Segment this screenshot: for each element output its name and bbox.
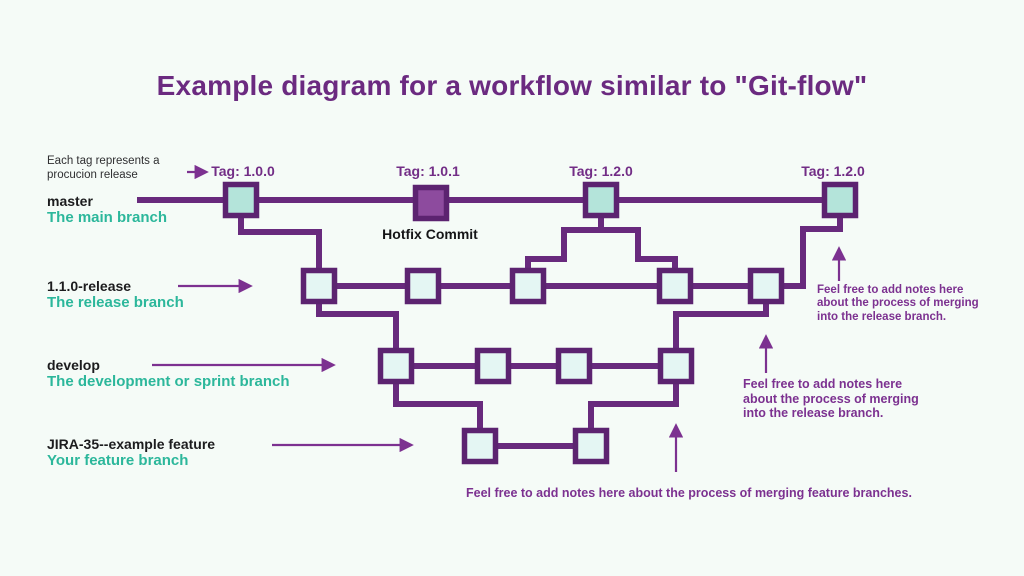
commit-release-2: [404, 267, 442, 305]
branch-desc-feature: Your feature branch: [47, 452, 189, 469]
commit-release-3: [509, 267, 547, 305]
branch-name-release: 1.1.0-release: [47, 278, 132, 294]
tag-label-1.0.1: Tag: 1.0.1: [396, 163, 460, 179]
branch-label-develop: develop The development or sprint branch: [47, 357, 290, 390]
commit-develop-3: [555, 347, 593, 385]
release-merge-note-right: Feel free to add notes here about the pr…: [817, 284, 979, 323]
branch-name-develop: develop: [47, 357, 100, 373]
connector-master4-to-release5: [784, 217, 843, 289]
connector-master3-to-release3-4: [525, 217, 678, 270]
tag-annotation-text: Each tag represents a procucion release: [47, 155, 160, 181]
commit-release-4: [656, 267, 694, 305]
branch-name-master: master: [47, 193, 93, 209]
hotfix-commit-label: Hotfix Commit: [382, 226, 478, 242]
commit-feature-1: [461, 427, 499, 465]
branch-desc-master: The main branch: [47, 209, 168, 226]
connector-develop1-to-feature1: [393, 383, 483, 430]
branch-desc-develop: The development or sprint branch: [47, 373, 290, 390]
connector-master1-to-release1: [238, 217, 322, 270]
commit-develop-1: [377, 347, 415, 385]
tag-label-1.0.0: Tag: 1.0.0: [211, 163, 275, 179]
tag-label-1.2.0-b: Tag: 1.2.0: [801, 163, 865, 179]
branch-label-release: 1.1.0-release The release branch: [47, 278, 184, 311]
connector-feature2-to-develop4: [588, 383, 679, 430]
commit-develop-4: [657, 347, 695, 385]
release-merge-note-left: Feel free to add notes here about the pr…: [743, 377, 919, 420]
commit-release-1: [300, 267, 338, 305]
branch-name-feature: JIRA-35--example feature: [47, 436, 216, 452]
commit-master-4: [821, 181, 859, 219]
commit-feature-2: [572, 427, 610, 465]
commit-release-5: [747, 267, 785, 305]
branch-label-feature: JIRA-35--example feature Your feature br…: [47, 436, 215, 469]
connector-release1-to-develop1: [316, 303, 399, 350]
branch-label-master: master The main branch: [47, 193, 167, 226]
commit-master-3: [582, 181, 620, 219]
commit-hotfix: [412, 184, 450, 222]
tag-label-1.2.0-a: Tag: 1.2.0: [569, 163, 633, 179]
commit-develop-2: [474, 347, 512, 385]
feature-merge-note: Feel free to add notes here about the pr…: [466, 486, 912, 500]
page-title: Example diagram for a workflow similar t…: [156, 70, 868, 101]
commit-master-1: [222, 181, 260, 219]
branch-desc-release: The release branch: [47, 294, 184, 311]
connector-develop4-to-release5: [673, 303, 769, 350]
